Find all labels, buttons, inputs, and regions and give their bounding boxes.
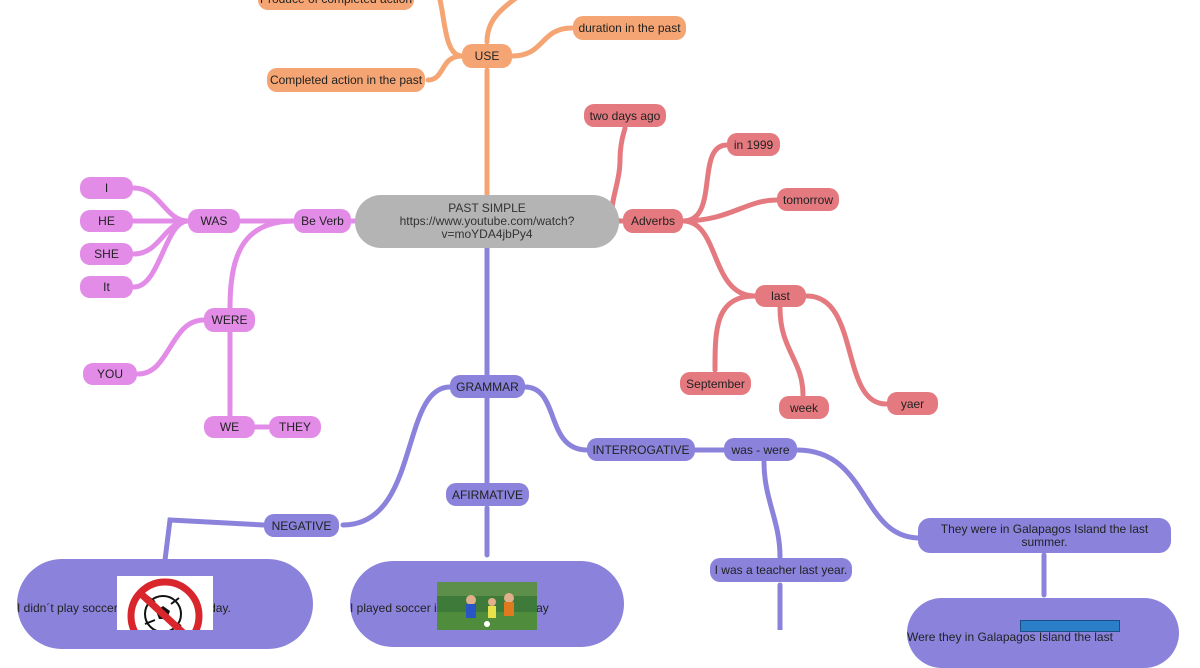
subject-she[interactable]: SHE xyxy=(80,243,133,265)
interrogative-node[interactable]: INTERROGATIVE xyxy=(587,438,695,461)
soccer-photo xyxy=(437,582,537,630)
use-item-duration[interactable]: duration in the past xyxy=(573,16,686,40)
question-example-text: Were they in Galapagos Island the last xyxy=(907,630,1113,644)
root-link-line1[interactable]: https://www.youtube.com/watch? xyxy=(399,214,575,228)
affirmative-node[interactable]: AFIRMATIVE xyxy=(446,483,529,506)
use-item-produce[interactable]: Produce of completed action xyxy=(258,0,414,10)
subject-we[interactable]: WE xyxy=(204,416,255,438)
was-node[interactable]: WAS xyxy=(188,209,240,233)
adverb-tomorrow[interactable]: tomorrow xyxy=(777,188,839,211)
no-soccer-image xyxy=(117,576,213,630)
connector-lines xyxy=(131,0,1047,630)
negative-node[interactable]: NEGATIVE xyxy=(264,514,339,537)
were-node[interactable]: WERE xyxy=(204,308,255,332)
subject-it[interactable]: It xyxy=(80,276,133,298)
adverb-two-days-ago[interactable]: two days ago xyxy=(584,104,666,127)
last-week[interactable]: week xyxy=(779,396,829,419)
adverbs-node[interactable]: Adverbs xyxy=(623,209,683,233)
last-yaer[interactable]: yaer xyxy=(887,392,938,415)
interrogative-example-teacher[interactable]: I was a teacher last year. xyxy=(710,558,852,582)
question-example-node[interactable]: Were they in Galapagos Island the last xyxy=(907,598,1179,668)
subject-you[interactable]: YOU xyxy=(83,363,137,385)
subject-i[interactable]: I xyxy=(80,177,133,199)
grammar-node[interactable]: GRAMMAR xyxy=(450,375,525,398)
galapagos-image xyxy=(1020,620,1120,632)
use-item-completed[interactable]: Completed action in the past xyxy=(267,68,425,92)
root-title: PAST SIMPLE xyxy=(448,201,526,215)
last-node[interactable]: last xyxy=(755,285,806,307)
subject-they[interactable]: THEY xyxy=(269,416,321,438)
root-link-line2[interactable]: v=moYDA4jbPy4 xyxy=(441,227,533,241)
galapagos-text: They were in Galapagos Island the last s… xyxy=(940,521,1149,549)
no-soccer-icon xyxy=(127,578,203,630)
root-node[interactable]: PAST SIMPLE https://www.youtube.com/watc… xyxy=(355,195,619,248)
subject-he[interactable]: HE xyxy=(80,210,133,232)
last-september[interactable]: September xyxy=(680,372,751,395)
interrogative-example-galapagos[interactable]: They were in Galapagos Island the last s… xyxy=(918,518,1171,553)
be-verb-node[interactable]: Be Verb xyxy=(294,209,351,233)
use-node[interactable]: USE xyxy=(462,44,512,68)
soccer-kids-image xyxy=(437,582,537,630)
adverb-in-1999[interactable]: in 1999 xyxy=(727,133,780,156)
was-were-node[interactable]: was - were xyxy=(724,438,797,461)
